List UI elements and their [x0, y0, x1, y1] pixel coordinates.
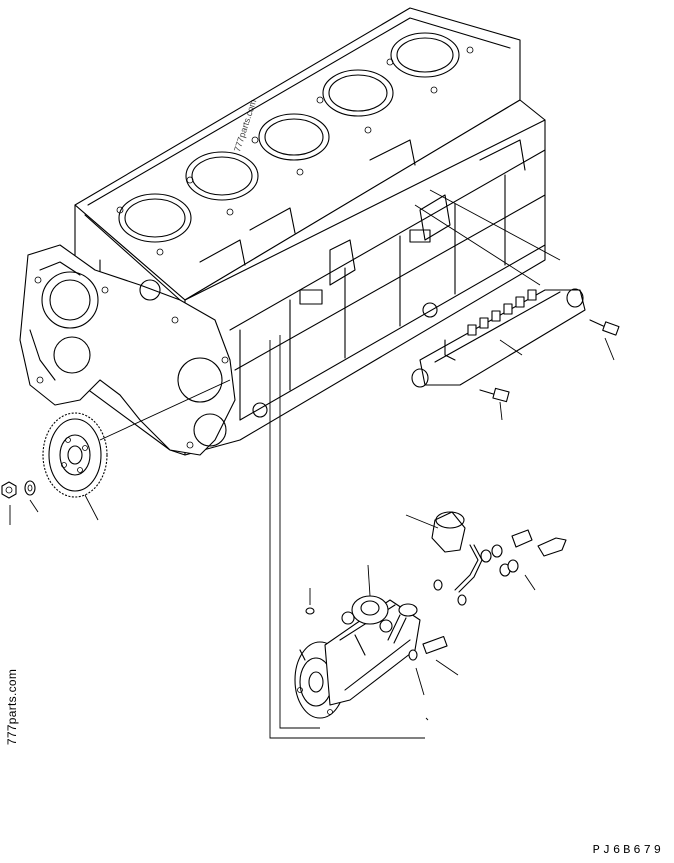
pump-drive-gear	[43, 380, 230, 497]
gear-nut	[2, 482, 16, 498]
pump-oil-fittings	[434, 530, 566, 605]
pump-lever	[388, 604, 417, 643]
pump-fuel-tube	[455, 545, 482, 592]
drawing-code: PJ6B679	[592, 843, 664, 857]
pump-mount-bolt	[409, 637, 447, 660]
gear-washer	[25, 481, 35, 495]
pump-fuel-filter	[432, 512, 465, 552]
watermark-side: 777parts.com	[5, 668, 19, 746]
injection-pump	[295, 596, 420, 718]
manifold-bolt-lower	[480, 388, 509, 401]
callout-leaders	[10, 190, 614, 738]
fuel-manifold	[412, 289, 585, 387]
small-pin	[306, 608, 314, 614]
manifold-bolt-right	[590, 320, 619, 335]
